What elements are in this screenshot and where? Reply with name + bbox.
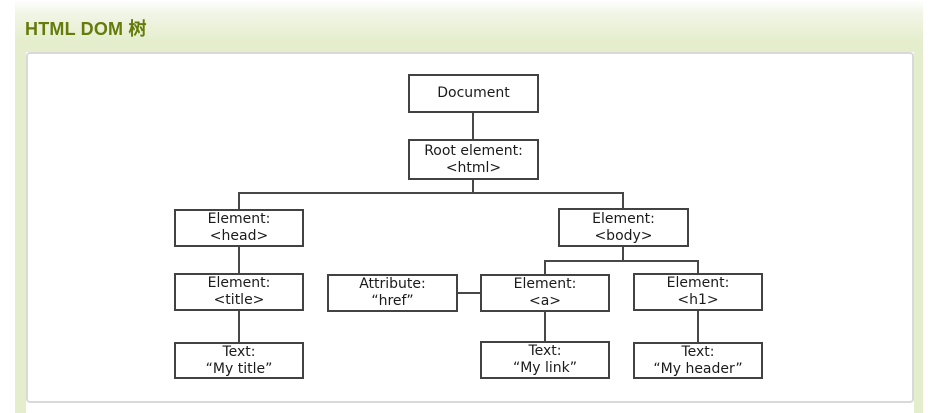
node-label: Element:	[666, 275, 730, 291]
node-value: <a>	[528, 293, 562, 309]
tree-node-text-my-title: Text: “My title”	[174, 342, 304, 379]
tree-node-element-head: Element: <head>	[174, 209, 304, 247]
node-value: <h1>	[677, 292, 719, 308]
connector-root-stem	[472, 179, 474, 194]
tree-node-root-element: Root element: <html>	[408, 139, 539, 180]
node-label: Document	[437, 85, 510, 101]
tree-node-document: Document	[408, 74, 539, 113]
connector-head-drop	[238, 192, 240, 210]
node-value: <title>	[213, 292, 265, 308]
tree-node-attribute-href: Attribute: “href”	[327, 274, 458, 312]
tree-node-text-my-header: Text: “My header”	[633, 342, 763, 379]
node-label: Element:	[207, 211, 271, 227]
node-value: “My title”	[205, 360, 273, 377]
node-value: <body>	[594, 227, 653, 244]
connector-body-stem	[622, 246, 624, 261]
node-label: Text:	[528, 343, 562, 359]
connector-href-a	[456, 292, 482, 294]
tree-node-element-title: Element: <title>	[174, 273, 304, 311]
connector-a-text	[544, 311, 546, 342]
tree-node-element-a: Element: <a>	[480, 274, 610, 312]
tree-node-element-h1: Element: <h1>	[633, 273, 763, 311]
page-title: HTML DOM 树	[25, 19, 147, 39]
node-label: Element:	[592, 210, 655, 227]
tree-node-text-my-link: Text: “My link”	[480, 341, 610, 379]
node-value: “My link”	[512, 360, 578, 376]
connector-head-title	[238, 246, 240, 274]
node-label: Element:	[207, 275, 271, 291]
connector-body-drop	[622, 192, 624, 209]
connector-level3-hbar	[544, 260, 699, 262]
node-label: Element:	[513, 276, 577, 292]
connector-level2-hbar	[238, 192, 624, 194]
connector-h1-drop	[697, 260, 699, 274]
connector-title-text	[238, 310, 240, 343]
node-value: <head>	[209, 228, 269, 244]
node-value: “href”	[371, 293, 414, 309]
node-label: Text:	[681, 343, 715, 360]
connector-a-drop	[544, 260, 546, 275]
node-label: Attribute:	[359, 276, 426, 292]
tree-node-element-body: Element: <body>	[558, 208, 689, 247]
node-label: Text:	[222, 343, 256, 360]
connector-h1-text	[697, 310, 699, 343]
node-value: “My header”	[653, 360, 743, 377]
node-label: Root element:	[424, 142, 523, 159]
node-value: <html>	[445, 159, 502, 176]
connector-document-root	[472, 112, 474, 140]
